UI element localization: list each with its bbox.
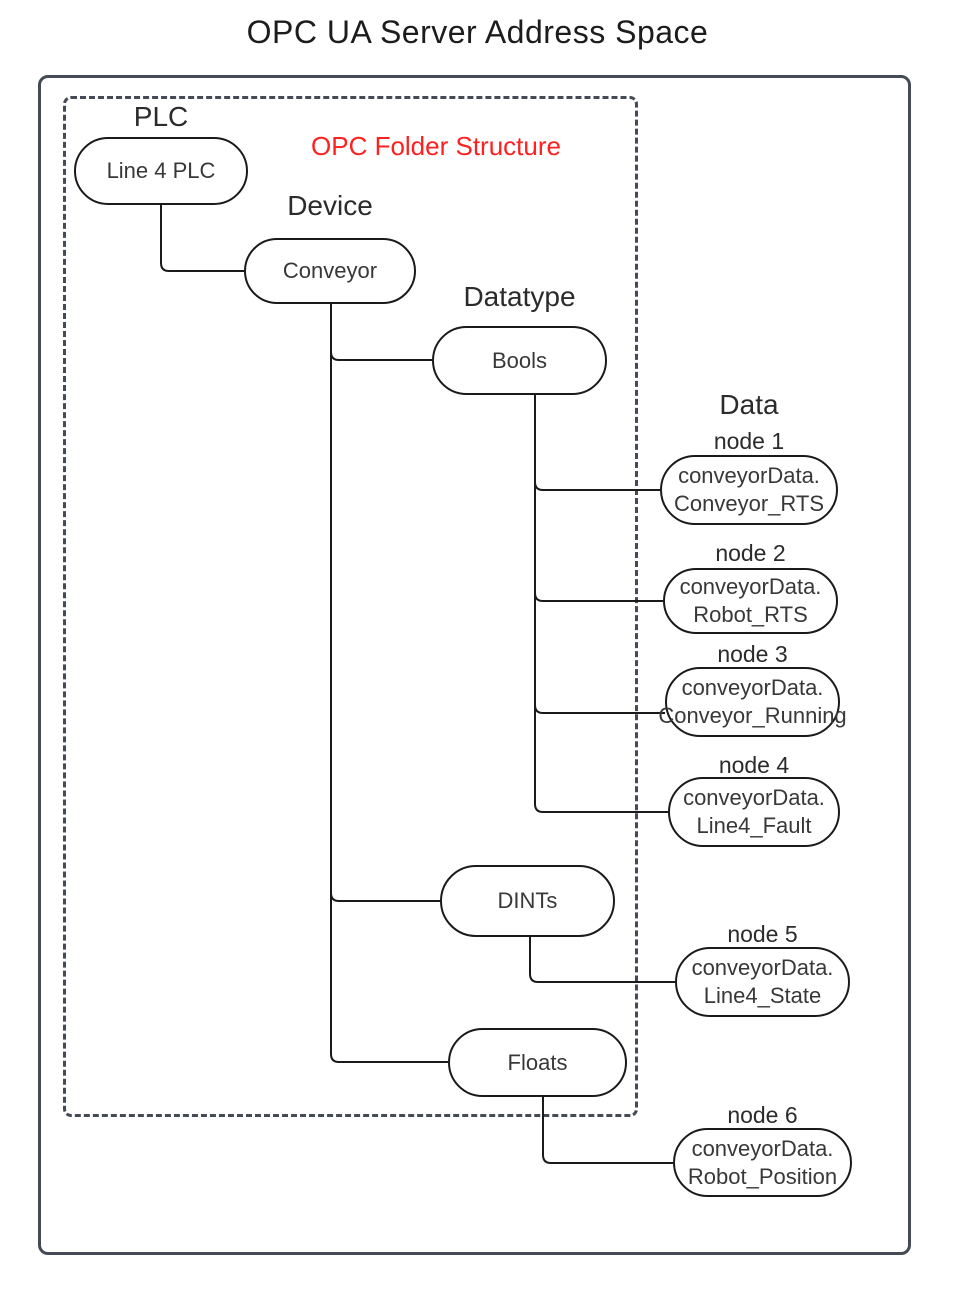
caption-opc-folder-structure: OPC Folder Structure bbox=[311, 131, 561, 161]
data-node-1-title: node 1 bbox=[713, 428, 785, 454]
data-node-1-line1: conveyorData. bbox=[678, 463, 820, 488]
connector-conveyor-trunk-to-floats bbox=[330, 304, 448, 1063]
data-node-3: conveyorData. Conveyor_Running bbox=[658, 667, 847, 737]
connector-bools-trunk-to-node4 bbox=[534, 395, 668, 813]
connector-branch-node3 bbox=[534, 704, 665, 714]
data-node-4-line1: conveyorData. bbox=[683, 785, 825, 810]
node-dints: DINTs bbox=[440, 865, 615, 937]
node-conveyor: Conveyor bbox=[244, 238, 416, 304]
data-node-6-title: node 6 bbox=[727, 1102, 798, 1128]
data-node-6-line2: Robot_Position bbox=[687, 1163, 838, 1189]
node-floats: Floats bbox=[448, 1028, 627, 1097]
connector-dints-to-node5 bbox=[529, 937, 675, 983]
opc-folder-structure-frame bbox=[63, 96, 638, 1117]
level-label-plc: PLC bbox=[133, 101, 189, 132]
node-line4-plc-label: Line 4 PLC bbox=[106, 158, 216, 183]
data-node-5-line1: conveyorData. bbox=[691, 955, 834, 980]
connector-branch-bools bbox=[330, 351, 432, 361]
data-node-6-line1: conveyorData. bbox=[691, 1135, 834, 1161]
data-node-2-line2: Robot_RTS bbox=[693, 602, 808, 627]
connector-floats-to-node6 bbox=[542, 1097, 673, 1164]
level-label-device: Device bbox=[287, 190, 373, 221]
connector-branch-dints bbox=[330, 892, 440, 902]
node-dints-label: DINTs bbox=[497, 888, 558, 913]
level-label-data: Data bbox=[719, 389, 779, 420]
data-node-2-title: node 2 bbox=[715, 540, 786, 566]
data-node-4-title: node 4 bbox=[718, 752, 790, 778]
diagram-title: OPC UA Server Address Space bbox=[246, 14, 709, 50]
data-node-3-line1: conveyorData. bbox=[681, 675, 824, 700]
data-node-5-title: node 5 bbox=[727, 921, 798, 947]
data-node-1-line2: Conveyor_RTS bbox=[674, 491, 824, 516]
data-node-3-line2: Conveyor_Running bbox=[658, 703, 847, 728]
node-floats-label: Floats bbox=[507, 1049, 568, 1075]
data-node-4: conveyorData. Line4_Fault bbox=[668, 777, 840, 847]
node-conveyor-label: Conveyor bbox=[282, 258, 378, 283]
address-space-frame bbox=[38, 75, 911, 1255]
connector-branch-node2 bbox=[534, 592, 663, 602]
connector-branch-node1 bbox=[534, 481, 660, 491]
data-node-2: conveyorData. Robot_RTS bbox=[663, 568, 838, 634]
node-bools: Bools bbox=[432, 326, 607, 395]
data-node-1: conveyorData. Conveyor_RTS bbox=[660, 455, 838, 525]
data-node-6: conveyorData. Robot_Position bbox=[673, 1128, 852, 1197]
data-node-5-line2: Line4_State bbox=[703, 983, 822, 1008]
connector-plc-to-conveyor bbox=[160, 205, 244, 272]
level-label-datatype: Datatype bbox=[463, 281, 576, 312]
data-node-3-title: node 3 bbox=[717, 641, 788, 667]
data-node-4-line2: Line4_Fault bbox=[696, 813, 812, 838]
data-node-2-line1: conveyorData. bbox=[679, 574, 822, 599]
data-node-5: conveyorData. Line4_State bbox=[675, 947, 850, 1017]
node-bools-label: Bools bbox=[491, 347, 548, 373]
node-line4-plc: Line 4 PLC bbox=[74, 137, 248, 205]
